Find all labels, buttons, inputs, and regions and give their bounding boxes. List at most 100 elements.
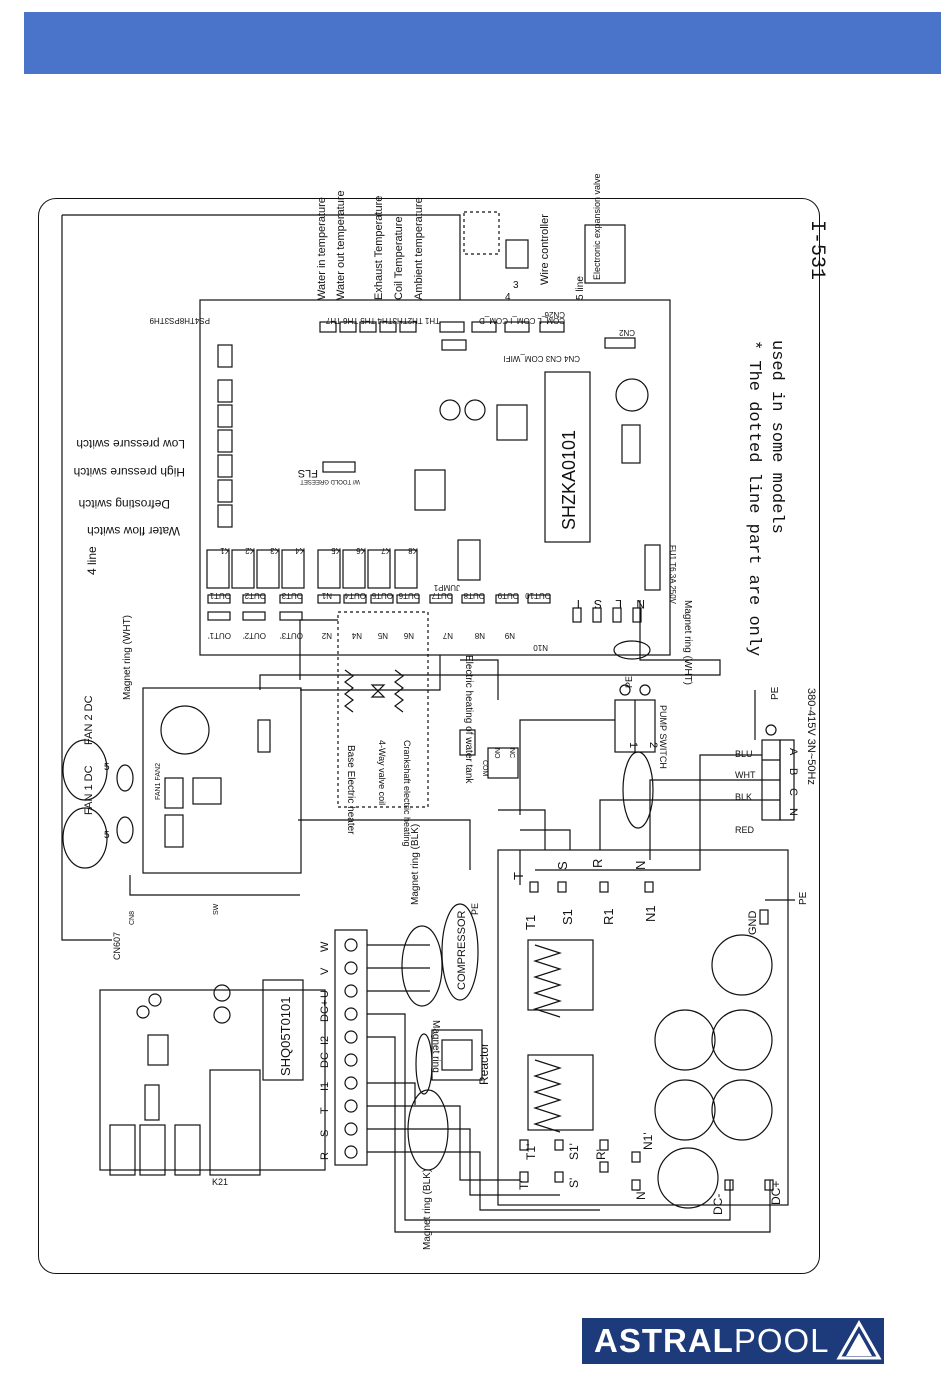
out-label-bottom-9: N9 xyxy=(504,631,515,640)
supply-magnet-ring xyxy=(622,751,654,829)
filter-term-s: S xyxy=(555,861,570,870)
compressor-magnet-ring-label: Magnet ring (BLK) xyxy=(410,824,421,905)
compressor-ellipse xyxy=(441,903,479,1001)
out-label-bottom-0: OUT1' xyxy=(208,631,231,640)
fan1-wires: 5 xyxy=(104,830,110,841)
supply-term-n: N xyxy=(787,808,799,816)
header-bar xyxy=(24,12,941,74)
k21-label: K21 xyxy=(212,1177,228,1187)
driver-term-i1: I1 xyxy=(319,1082,331,1091)
compressor-term-w: W xyxy=(319,941,331,952)
fuse-label: FU1 T6.3A 250V xyxy=(668,545,677,605)
power-term-t: T xyxy=(574,597,582,611)
fan2-circle xyxy=(62,739,108,801)
out-label-top-4: OUT4 xyxy=(344,591,366,600)
filter-term-r-prime: R' xyxy=(594,1149,608,1160)
power-term-s: S xyxy=(594,597,602,611)
filter-capacitor xyxy=(711,934,773,996)
filter-term-r1: R1 xyxy=(601,908,616,925)
out-label-bottom-6: N6 xyxy=(403,631,414,640)
out-label-top-7: OUT7 xyxy=(431,591,453,600)
filter-term-t: T xyxy=(511,872,526,880)
out-label-bottom-2: OUT3' xyxy=(280,631,303,640)
power-term-n: N xyxy=(636,597,645,611)
relay-label-k7: K7 xyxy=(381,546,391,555)
fan1-label: FAN 1 DC xyxy=(83,765,95,815)
driver-board-outline xyxy=(99,989,326,1171)
out-label-bottom-5: N5 xyxy=(377,631,388,640)
sw-label: SW xyxy=(213,903,220,915)
out-label-bottom-1: OUT2' xyxy=(243,631,266,640)
fan2-label: FAN 2 DC xyxy=(83,695,95,745)
relay-label-k6: K6 xyxy=(356,546,366,555)
water-tank-heater-label: Electric heating of water tank xyxy=(463,655,474,784)
dc-minus-label: DC- xyxy=(711,1194,725,1215)
driver-terminals xyxy=(344,938,358,1159)
filter-term-n1-prime: N1' xyxy=(641,1132,655,1150)
compressor-term-u: U xyxy=(319,990,331,998)
out-label-bottom-10: N10 xyxy=(533,643,548,652)
astralpool-triangle-icon xyxy=(836,1319,882,1360)
pump-switch-label: PUMP SWITCH xyxy=(658,705,668,769)
eev-label: Electronic expansion valve xyxy=(592,173,602,280)
logo-text: ASTRALPOOL xyxy=(594,1322,830,1359)
wire-color-red: RED xyxy=(735,825,755,835)
driver-term-dc-plus: DC+ xyxy=(319,1000,331,1022)
relay-label-k8: K8 xyxy=(408,546,418,555)
driver-term-i2: I2 xyxy=(319,1036,331,1045)
power-magnet-ring xyxy=(613,640,651,660)
out-label-top-2: OUT3 xyxy=(281,591,303,600)
filter-term-s1: S1 xyxy=(560,909,575,925)
power-magnet-ring-label: Magnet ring (WHT) xyxy=(682,600,693,685)
wire-color-blk: BLK xyxy=(735,792,752,802)
wire-controller-box xyxy=(505,239,529,269)
supply-term-c: C xyxy=(787,788,799,796)
wire-color-wht: WHT xyxy=(735,770,756,780)
out-label-top-9: OUT9 xyxy=(497,591,519,600)
relay-socket xyxy=(459,729,476,756)
power-term-l: L xyxy=(615,597,622,611)
filter-term-s1-prime: S1' xyxy=(567,1143,581,1160)
driver-board-capacitor-block xyxy=(209,1069,261,1176)
driver-term-dc-minus: DC- xyxy=(319,1048,331,1068)
board-id-label-box xyxy=(544,371,591,543)
out-label-top-1: OUT2 xyxy=(244,591,266,600)
gnd-label: GND xyxy=(747,911,759,936)
relay-label-k5: K5 xyxy=(331,546,341,555)
relay-term-no: NO xyxy=(493,748,500,759)
filter-board xyxy=(497,849,789,1206)
note-line-1: * The dotted line part are only xyxy=(744,340,763,656)
out-label-top-3: N1 xyxy=(321,591,332,600)
out-label-bottom-8: N8 xyxy=(474,631,485,640)
out-label-bottom-7: N7 xyxy=(442,631,453,640)
out-label-top-5: OUT5 xyxy=(371,591,393,600)
driver-term-r: R xyxy=(319,1152,331,1160)
sensor-port-label-2: TH1 TH2TH3TH4 TH5 TH6 TH7 xyxy=(325,316,440,325)
wiring-diagram-frame xyxy=(38,198,820,1274)
fan1-circle xyxy=(62,807,108,869)
fls-note: W/ TOOLD GREESET xyxy=(300,478,360,484)
astralpool-logo: ASTRALPOOL xyxy=(582,1318,884,1364)
cn607-label: CN607 xyxy=(112,932,122,960)
filter-capacitor xyxy=(654,1009,716,1071)
capacitor xyxy=(464,399,486,421)
pe-label-pump: PE xyxy=(624,676,634,688)
out-label-bottom-3: N2 xyxy=(321,631,332,640)
wire-controller-lines-2: 4 xyxy=(505,292,511,303)
relay-label-k2: K2 xyxy=(245,546,255,555)
input-magnet-ring xyxy=(407,1089,449,1171)
optional-wifi-box xyxy=(463,211,500,255)
supply-term-b: B xyxy=(787,768,799,775)
wire-color-blu: BLU xyxy=(735,749,753,759)
fan-board-label: FAN1 FAN2 xyxy=(155,763,162,800)
pe-label-filter: PE xyxy=(798,891,809,905)
filter-capacitor xyxy=(711,1009,773,1071)
filter-term-n: N xyxy=(633,861,648,870)
filter-term-r: R xyxy=(590,859,605,868)
compressor-term-v: V xyxy=(319,967,331,975)
sensor-label-0: Water in temperature xyxy=(316,197,328,300)
sensor-label-3: Coil Temperature xyxy=(393,216,405,300)
out-label-top-10: OUT10 xyxy=(525,591,551,600)
driver-term-s: S xyxy=(319,1130,331,1137)
